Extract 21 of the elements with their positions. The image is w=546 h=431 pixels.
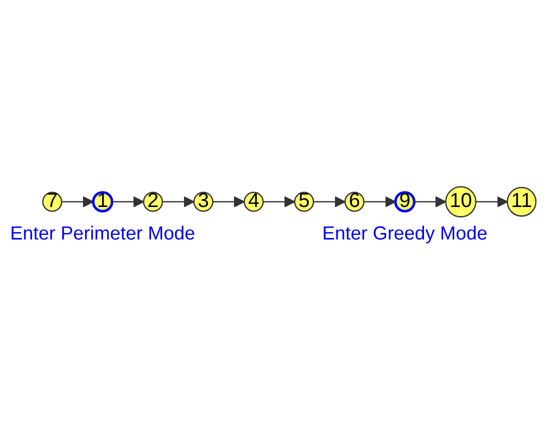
node-circle: 10 [445,186,476,218]
arrow [364,196,396,208]
node-circle: 6 [344,192,364,212]
arrow [112,196,144,208]
arrow [314,196,346,208]
annotation-text: Enter Greedy Mode [322,224,488,245]
node-circle: 3 [193,192,214,212]
arrow [263,196,296,208]
arrow [212,196,245,208]
node-circle: 5 [294,192,314,212]
node-circle: 11 [506,186,537,217]
arrow [476,196,508,208]
node-circle: 1 [92,191,114,212]
node-circle: 2 [142,192,164,212]
arrow [62,196,94,208]
node-circle: 7 [42,192,62,212]
arrow [162,196,194,208]
node-circle: 9 [394,191,416,212]
arrow [414,196,446,208]
annotation-text: Enter Perimeter Mode [10,224,196,245]
node-circle: 4 [244,192,264,212]
